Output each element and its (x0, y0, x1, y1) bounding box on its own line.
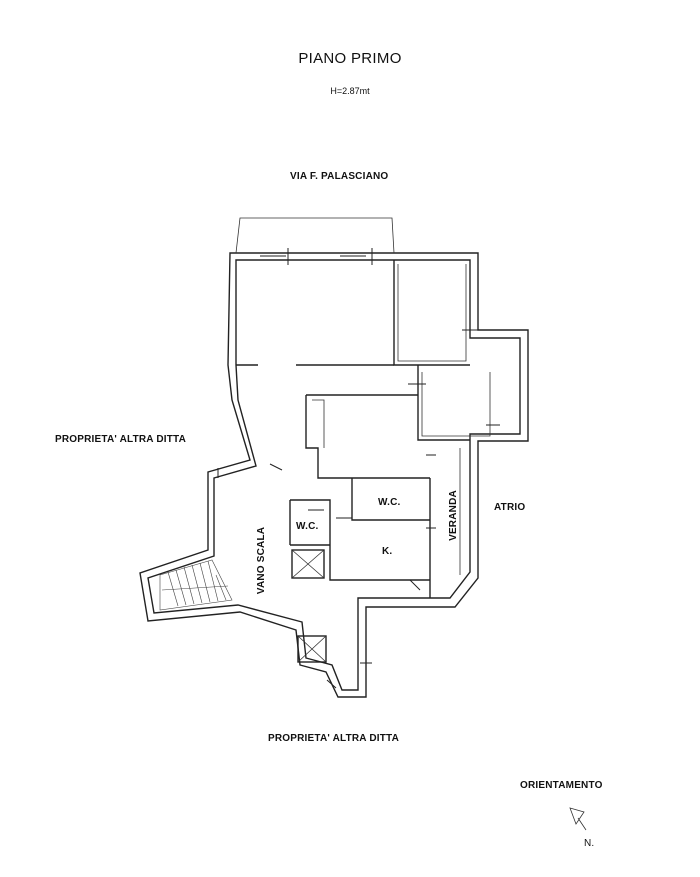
north-label: N. (584, 838, 595, 849)
wc-lower-label: W.C. (296, 521, 319, 532)
veranda-label: VERANDA (447, 490, 459, 541)
kitchen-label: K. (382, 546, 393, 557)
bottom-property-label: PROPRIETA' ALTRA DITTA (268, 733, 400, 744)
outer-walls (139, 252, 529, 698)
opening-marks (217, 248, 500, 689)
north-arrow-icon (569, 807, 587, 831)
atrio-label: ATRIO (494, 502, 526, 513)
street-balcony (235, 217, 395, 254)
wc-upper-label: W.C. (378, 497, 401, 508)
left-property-label: PROPRIETA' ALTRA DITTA (55, 434, 187, 445)
plan-title: PIANO PRIMO (298, 50, 402, 67)
elevator-shaft-upper (291, 549, 325, 579)
street-label: VIA F. PALASCIANO (290, 171, 389, 182)
ceiling-height-note: H=2.87mt (330, 86, 370, 96)
orientation-label: ORIENTAMENTO (520, 780, 603, 791)
elevator-shaft-lower (297, 635, 327, 663)
staircase (159, 559, 233, 611)
stairwell-label: VANO SCALA (256, 526, 268, 595)
interior-walls (236, 260, 491, 598)
